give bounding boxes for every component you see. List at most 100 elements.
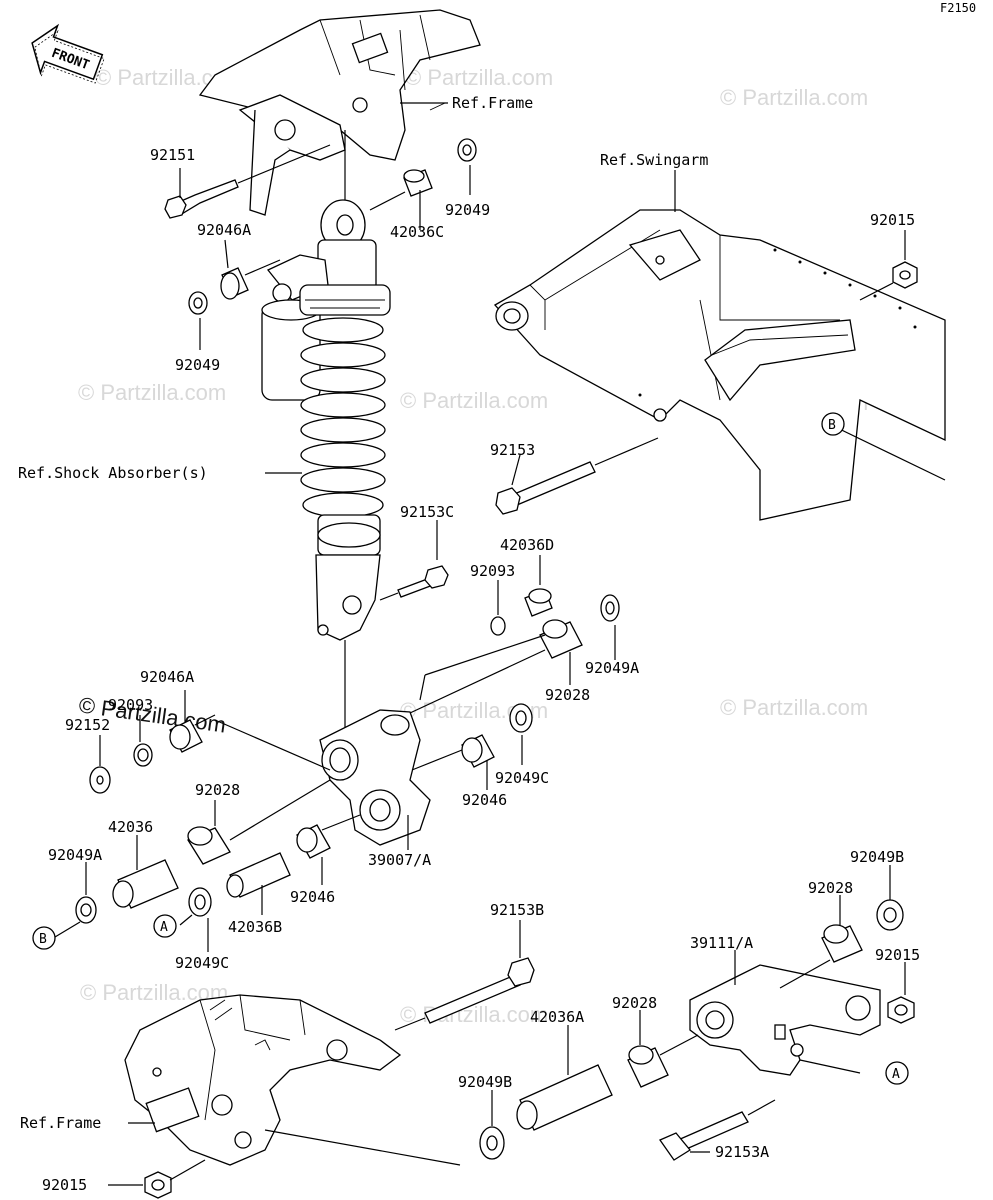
label-42036A: 42036A [530, 1008, 584, 1026]
watermark: © Partzilla.com [78, 380, 226, 405]
seal-92049B-right: 92049B [850, 848, 904, 931]
label-92028-mid: 92028 [545, 686, 590, 704]
bearing-92046A-left: 92046A [140, 668, 331, 771]
label-92049-left: 92049 [175, 356, 220, 374]
sleeve-92028-right: 92028 [808, 879, 863, 963]
bolt-92151: 92151 [150, 144, 331, 219]
frame-bottom [124, 994, 402, 1166]
ref-frame-bottom-label: Ref.Frame [20, 1114, 101, 1132]
washer-92152: 92152 [65, 716, 111, 794]
label-42036: 42036 [108, 818, 153, 836]
label-92153B: 92153B [490, 901, 544, 919]
ref-swingarm-label: Ref.Swingarm [600, 151, 708, 169]
label-92015-bottom: 92015 [42, 1176, 87, 1194]
sleeve-42036B: 42036B [226, 852, 291, 936]
nut-92015-top: 92015 [859, 211, 918, 301]
seal-92049-left: 92049 [175, 291, 220, 374]
bearing-92046A-top: 92046A [197, 221, 281, 300]
label-92049A-right: 92049A [585, 659, 639, 677]
watermark: © Partzilla.com [400, 388, 548, 413]
ref-frame-top-label: Ref.Frame [452, 94, 533, 112]
label-92028-low: 92028 [612, 994, 657, 1012]
label-42036B: 42036B [228, 918, 282, 936]
ref-frame-bottom-callout: Ref.Frame [20, 1114, 155, 1132]
label-92093-right: 92093 [470, 562, 515, 580]
bearing-92046-left: 92046 [290, 814, 361, 906]
collar-42036D: 42036D [500, 536, 554, 617]
watermark: © Partzilla.com [720, 695, 868, 720]
callout-A-left: A [153, 914, 177, 938]
diagram-code: F2150 [940, 1, 976, 15]
seal-92049A-right: 92049A [585, 594, 639, 677]
label-92015-right: 92015 [875, 946, 920, 964]
ref-swingarm-callout: Ref.Swingarm [600, 151, 708, 212]
frame-top [198, 9, 481, 216]
bolt-92153C: 92153C [379, 503, 454, 601]
watermark: © Partzilla.com [720, 85, 868, 110]
label-92153: 92153 [490, 441, 535, 459]
seal-92049A-left: 92049A [48, 846, 102, 938]
seal-92049-right: 92049 [445, 138, 490, 219]
rocker-arm-39007A: 39007/A [319, 709, 431, 869]
shock-absorber [261, 130, 391, 740]
callout-B-top-text: B [828, 418, 836, 433]
bolt-92153B: 92153B [394, 901, 544, 1031]
label-92049A-left: 92049A [48, 846, 102, 864]
front-arrow: FRONT [31, 23, 105, 84]
washer-92093-left: 92093 [108, 696, 153, 767]
sleeve-42036: 42036 [108, 818, 179, 909]
label-92049C-right: 92049C [495, 769, 549, 787]
label-42036D: 42036D [500, 536, 554, 554]
sleeve-92028-left: 92028 [187, 779, 331, 865]
sleeve-92028-low: 92028 [612, 994, 699, 1088]
seal-92049C-left: 92049C [175, 887, 229, 972]
spring-coils [300, 317, 386, 518]
label-42036C: 42036C [390, 223, 444, 241]
callout-B-left-text: B [39, 932, 47, 947]
watermark: © Partzilla.com [405, 65, 553, 90]
nut-92015-right: 92015 [875, 946, 920, 1024]
label-92049C-left: 92049C [175, 954, 229, 972]
label-39007A: 39007/A [368, 851, 431, 869]
ref-frame-top-callout: Ref.Frame [400, 94, 533, 112]
label-92028-left: 92028 [195, 781, 240, 799]
swingarm-edge-dots [638, 248, 917, 397]
callout-A-right-text: A [892, 1067, 900, 1082]
bolt-92153: 92153 [490, 437, 659, 515]
label-92093-left: 92093 [108, 696, 153, 714]
bearing-92046-right: 92046 [411, 734, 507, 809]
watermark: © Partzilla.com [400, 1002, 548, 1027]
label-92049B-low: 92049B [458, 1073, 512, 1091]
callout-B-top: B [821, 412, 845, 436]
label-39111A: 39111/A [690, 934, 753, 952]
sleeve-42036A: 42036A [516, 1008, 613, 1131]
label-92152: 92152 [65, 716, 110, 734]
label-92046A-left: 92046A [140, 668, 194, 686]
label-92049B-right: 92049B [850, 848, 904, 866]
swingarm [493, 209, 946, 521]
label-92153A: 92153A [715, 1143, 769, 1161]
ref-shock-callout: Ref.Shock Absorber(s) [18, 464, 302, 482]
collar-42036C: 42036C [369, 169, 444, 241]
label-92015-top: 92015 [870, 211, 915, 229]
label-92028-right: 92028 [808, 879, 853, 897]
sleeve-92028-mid: 92028 [539, 619, 590, 704]
callout-A-left-text: A [160, 920, 168, 935]
ref-shock-label: Ref.Shock Absorber(s) [18, 464, 208, 482]
label-92151: 92151 [150, 146, 195, 164]
label-92049-right: 92049 [445, 201, 490, 219]
callout-A-right: A [885, 1061, 909, 1085]
label-92153C: 92153C [400, 503, 454, 521]
seal-92049B-low: 92049B [264, 1073, 512, 1166]
callout-B-left: B [32, 926, 56, 950]
label-92046-left: 92046 [290, 888, 335, 906]
assembly-lines-rocker [394, 634, 546, 721]
label-92046-right: 92046 [462, 791, 507, 809]
tie-rod-39111A: 39111/A [689, 934, 881, 1076]
nut-92015-bottom: 92015 [42, 1159, 206, 1199]
washer-92093-right: 92093 [470, 562, 515, 636]
seal-92049C-right: 92049C [495, 703, 549, 787]
bolt-92153A: 92153A [659, 1099, 776, 1161]
